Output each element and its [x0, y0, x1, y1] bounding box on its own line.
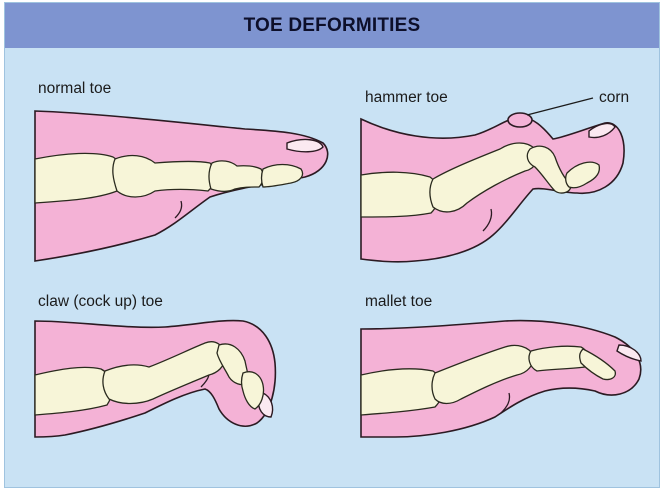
- normal-toe-nail: [287, 140, 323, 152]
- mallet-toe-figure: [361, 321, 641, 437]
- normal-toe-figure: [35, 111, 328, 261]
- hammer-metatarsal: [361, 172, 438, 217]
- corn-leader-line: [527, 98, 593, 115]
- mallet-metatarsal: [361, 369, 442, 415]
- normal-distal-phalanx: [262, 165, 303, 188]
- toe-illustrations: .skin { fill: #f4b2d6; stroke: #2b1a22; …: [5, 3, 660, 488]
- hammer-toe-figure: [361, 98, 624, 262]
- claw-toe-figure: [35, 321, 275, 437]
- diagram-card: TOE DEFORMITIES normal toe hammer toe co…: [4, 2, 660, 488]
